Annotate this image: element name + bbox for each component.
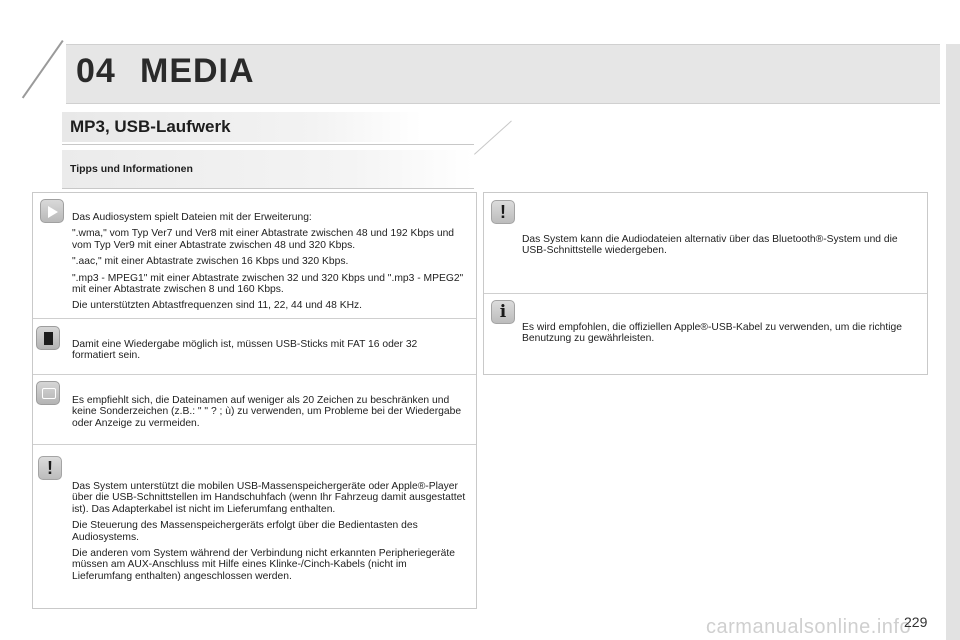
paragraph: Es wird empfohlen, die offiziellen Apple… — [522, 322, 902, 345]
section-title: MP3, USB-Laufwerk — [70, 117, 231, 136]
chapter-header: 04 MEDIA — [0, 0, 960, 110]
left-divider-3 — [33, 444, 476, 445]
tip-arrow-icon — [40, 199, 64, 223]
section-title-diagonal — [474, 120, 512, 155]
right-info-panel — [483, 192, 928, 375]
paragraph: Es empfiehlt sich, die Dateinamen auf we… — [72, 395, 462, 429]
watermark: carmanualsonline.info — [706, 616, 912, 638]
info-icon: i — [491, 300, 515, 324]
paragraph: Damit eine Wiedergabe möglich ist, müsse… — [72, 339, 418, 362]
paragraph: Die unterstützten Abtastfrequenzen sind … — [72, 300, 363, 312]
page-number: 229 — [904, 614, 928, 630]
paragraph: Die anderen vom System während der Verbi… — [72, 548, 455, 582]
left-divider-1 — [33, 318, 476, 319]
text-block-mass-storage: Das System unterstützt die mobilen USB-M… — [72, 481, 468, 587]
text-block-filenames: Es empfiehlt sich, die Dateinamen auf we… — [72, 395, 468, 434]
page-edge-strip — [946, 44, 960, 640]
paragraph: Das Audiosystem spielt Dateien mit der E… — [72, 212, 312, 223]
text-block-bluetooth: Das System kann die Audiodateien alterna… — [522, 234, 918, 262]
display-icon — [36, 381, 60, 405]
subsection-underline — [62, 188, 474, 189]
text-block-formats: Das Audiosystem spielt Dateien mit der E… — [72, 212, 468, 317]
paragraph: ".aac," mit einer Abtastrate zwischen 16… — [72, 256, 349, 268]
paragraph: ".mp3 - MPEG1" mit einer Abtastrate zwis… — [72, 272, 464, 296]
subsection-band — [62, 150, 474, 188]
paragraph: Das System unterstützt die mobilen USB-M… — [72, 481, 466, 515]
text-block-apple-cable: Es wird empfohlen, die offiziellen Apple… — [522, 322, 918, 350]
chapter-number: 04 — [76, 52, 116, 90]
section-title-underline — [62, 144, 474, 145]
section-title-band — [62, 112, 422, 142]
warning-icon: ! — [491, 200, 515, 224]
paragraph: Das System kann die Audiodateien alterna… — [522, 234, 898, 257]
header-band — [66, 44, 940, 104]
paragraph: ".wma," vom Typ Ver7 und Ver8 mit einer … — [72, 228, 455, 251]
chapter-title: MEDIA — [140, 52, 255, 90]
subsection-title: Tipps und Informationen — [70, 163, 193, 175]
left-info-panel — [32, 192, 477, 609]
right-divider-1 — [484, 293, 927, 294]
warning-icon: ! — [38, 456, 62, 480]
left-divider-2 — [33, 374, 476, 375]
usb-stick-icon — [36, 326, 60, 350]
text-block-fat-format: Damit eine Wiedergabe möglich ist, müsse… — [72, 339, 452, 367]
header-slash — [21, 40, 64, 99]
paragraph: Die Steuerung des Massenspeichergeräts e… — [72, 520, 418, 543]
